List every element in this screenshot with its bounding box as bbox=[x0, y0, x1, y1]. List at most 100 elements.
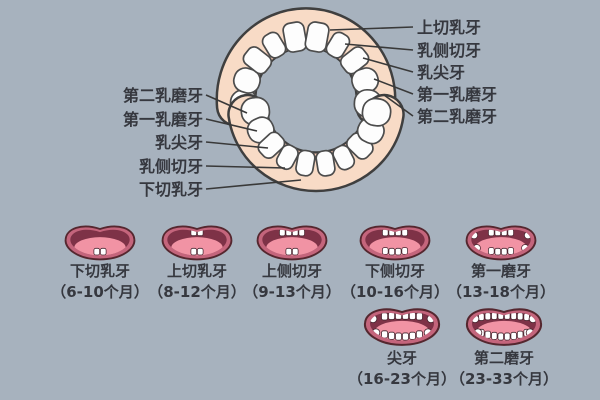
label-upper-first-molar: 第一乳磨牙 bbox=[417, 85, 497, 104]
lower-tooth bbox=[99, 247, 107, 256]
leader-line bbox=[205, 165, 286, 169]
lower-tooth bbox=[388, 247, 396, 256]
stage-name: 尖牙 bbox=[387, 349, 417, 367]
lower-tooth bbox=[401, 332, 410, 341]
lower-tooth-lateral-incisor bbox=[332, 144, 356, 171]
mouth-illustration bbox=[64, 225, 136, 261]
upper-tooth bbox=[381, 312, 389, 321]
upper-tooth bbox=[491, 312, 498, 320]
lower-tooth bbox=[507, 247, 514, 255]
lower-tooth-canine bbox=[257, 131, 286, 160]
label-upper-second-molar: 第二乳磨牙 bbox=[417, 107, 497, 126]
stage-age-range: （23-33个月） bbox=[450, 370, 558, 388]
leader-line bbox=[383, 94, 414, 117]
upper-tooth bbox=[298, 229, 305, 237]
label-upper-canine: 乳尖牙 bbox=[417, 63, 465, 82]
upper-tooth-central-incisor bbox=[304, 21, 330, 53]
mouth-inner bbox=[370, 312, 434, 341]
upper-tooth bbox=[488, 229, 495, 237]
mouth-inner bbox=[369, 229, 421, 256]
stage-age-range: （13-18个月） bbox=[447, 283, 555, 301]
tongue bbox=[171, 237, 223, 256]
label-lower-lateral-incisor: 乳侧切牙 bbox=[139, 157, 203, 176]
arch-labels-right: 上切乳牙 乳侧切牙 乳尖牙 第一乳磨牙 第二乳磨牙 bbox=[417, 18, 497, 126]
lower-tooth bbox=[510, 331, 517, 340]
lower-tooth bbox=[291, 247, 299, 256]
upper-tooth bbox=[382, 229, 389, 237]
tongue bbox=[266, 237, 318, 256]
upper-dental-arch bbox=[215, 7, 397, 127]
upper-tooth-lateral-incisor bbox=[261, 31, 287, 59]
label-lower-first-molar: 第一乳磨牙 bbox=[123, 110, 203, 129]
stage-name: 下侧切牙 bbox=[365, 262, 425, 280]
lower-tooth bbox=[484, 330, 492, 339]
leader-line bbox=[205, 141, 269, 149]
stage-name: 下切乳牙 bbox=[70, 262, 130, 280]
stage-name: 第二磨牙 bbox=[474, 349, 534, 367]
upper-tooth bbox=[401, 229, 408, 237]
leader-line bbox=[205, 118, 258, 132]
upper-tooth bbox=[516, 312, 524, 321]
upper-tooth bbox=[415, 312, 423, 321]
lower-tooth bbox=[394, 247, 402, 256]
lower-tooth-second-molar bbox=[361, 97, 392, 127]
lower-tooth bbox=[494, 247, 502, 256]
upper-tooth-central-incisor bbox=[282, 21, 308, 53]
arch-labels-left: 第二乳磨牙 第一乳磨牙 乳尖牙 乳侧切牙 下切乳牙 bbox=[123, 86, 203, 199]
upper-tooth-canine bbox=[339, 46, 370, 75]
stage-age-range: （6-10个月） bbox=[51, 283, 149, 301]
lower-tooth bbox=[491, 331, 498, 340]
mouth-illustration bbox=[465, 225, 537, 261]
leader-line bbox=[205, 94, 248, 114]
mouth-illustration bbox=[161, 225, 233, 261]
lower-tooth bbox=[394, 332, 403, 341]
lower-tooth bbox=[196, 247, 204, 256]
upper-tooth bbox=[510, 312, 517, 320]
lower-tooth bbox=[93, 247, 101, 256]
lower-tooth bbox=[285, 247, 293, 256]
stage-name: 上侧切牙 bbox=[262, 262, 322, 280]
lower-tooth bbox=[388, 331, 396, 340]
lower-tooth bbox=[408, 331, 416, 340]
lower-tooth bbox=[190, 247, 198, 256]
stage-age-range: （16-23个月） bbox=[348, 370, 456, 388]
lower-tooth bbox=[488, 247, 495, 255]
upper-tooth bbox=[408, 312, 416, 320]
label-upper-central-incisor: 上切乳牙 bbox=[417, 18, 481, 37]
leader-line bbox=[329, 26, 414, 31]
leader-line bbox=[205, 179, 302, 190]
stage-name: 上切乳牙 bbox=[167, 262, 227, 280]
upper-tooth-canine bbox=[242, 46, 273, 75]
upper-tooth bbox=[484, 312, 492, 321]
mouth-inner bbox=[472, 312, 536, 341]
leader-line bbox=[362, 57, 414, 73]
lower-tooth bbox=[497, 332, 505, 341]
mouth-inner bbox=[171, 229, 223, 256]
upper-tooth-first-molar bbox=[232, 67, 261, 94]
mouth-illustration bbox=[364, 308, 440, 346]
leader-line bbox=[344, 43, 414, 51]
label-lower-second-molar: 第二乳磨牙 bbox=[123, 86, 203, 105]
lower-tooth bbox=[503, 332, 511, 341]
mouth-illustration bbox=[256, 225, 328, 261]
leader-line bbox=[373, 78, 414, 95]
lower-tooth bbox=[500, 247, 508, 256]
mouth-inner bbox=[266, 229, 318, 256]
upper-tooth-lateral-incisor bbox=[325, 31, 351, 59]
lower-tooth-central-incisor bbox=[315, 149, 336, 177]
leader-lines bbox=[205, 26, 414, 190]
mouth-illustration bbox=[359, 225, 431, 261]
upper-tooth bbox=[388, 312, 396, 320]
eruption-stages: 下切乳牙 （6-10个月） 上切乳牙 （8-12个月） 上侧切牙 （9-13个月… bbox=[51, 225, 558, 388]
stage-name: 第一磨牙 bbox=[471, 262, 531, 280]
tongue bbox=[74, 237, 126, 256]
stage-age-range: （10-16个月） bbox=[341, 283, 449, 301]
upper-tooth bbox=[279, 229, 286, 237]
lower-tooth bbox=[382, 247, 389, 255]
upper-tooth bbox=[507, 229, 514, 237]
label-lower-central-incisor: 下切乳牙 bbox=[139, 180, 203, 199]
stage-age-range: （8-12个月） bbox=[148, 283, 246, 301]
lower-tooth-central-incisor bbox=[295, 149, 316, 177]
